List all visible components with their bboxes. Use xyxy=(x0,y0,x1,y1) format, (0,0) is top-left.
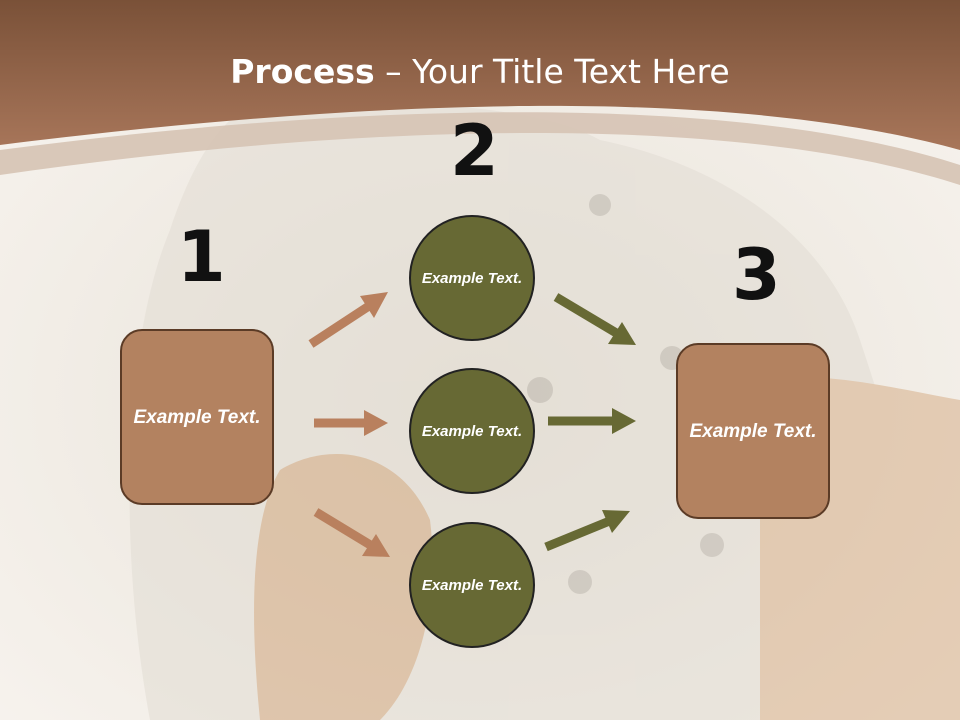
left-box[interactable]: Example Text. xyxy=(120,329,274,505)
circle-top-label: Example Text. xyxy=(421,269,523,287)
step-number-1: 1 xyxy=(177,216,226,298)
arrow-mid-to-right xyxy=(548,408,636,434)
arrow-left-to-bottom xyxy=(313,508,390,557)
slide-title: Process – Your Title Text Here xyxy=(0,52,960,91)
arrow-left-to-top xyxy=(308,292,388,348)
circle-bottom[interactable]: Example Text. xyxy=(409,522,535,648)
arrow-left-to-mid xyxy=(314,410,388,436)
circle-bottom-label: Example Text. xyxy=(421,576,523,594)
arrow-bottom-to-right xyxy=(544,510,630,552)
circle-mid-label: Example Text. xyxy=(421,422,523,440)
title-rest: – Your Title Text Here xyxy=(374,52,730,91)
step-number-3: 3 xyxy=(732,234,781,316)
step-number-2: 2 xyxy=(450,110,499,192)
right-box-label: Example Text. xyxy=(689,420,817,442)
circle-top[interactable]: Example Text. xyxy=(409,215,535,341)
header-swoosh xyxy=(0,112,960,185)
arrow-top-to-right xyxy=(553,293,636,345)
right-box[interactable]: Example Text. xyxy=(676,343,830,519)
title-bold: Process xyxy=(230,52,375,91)
left-box-label: Example Text. xyxy=(133,406,261,428)
circle-mid[interactable]: Example Text. xyxy=(409,368,535,494)
header-band xyxy=(0,0,960,150)
